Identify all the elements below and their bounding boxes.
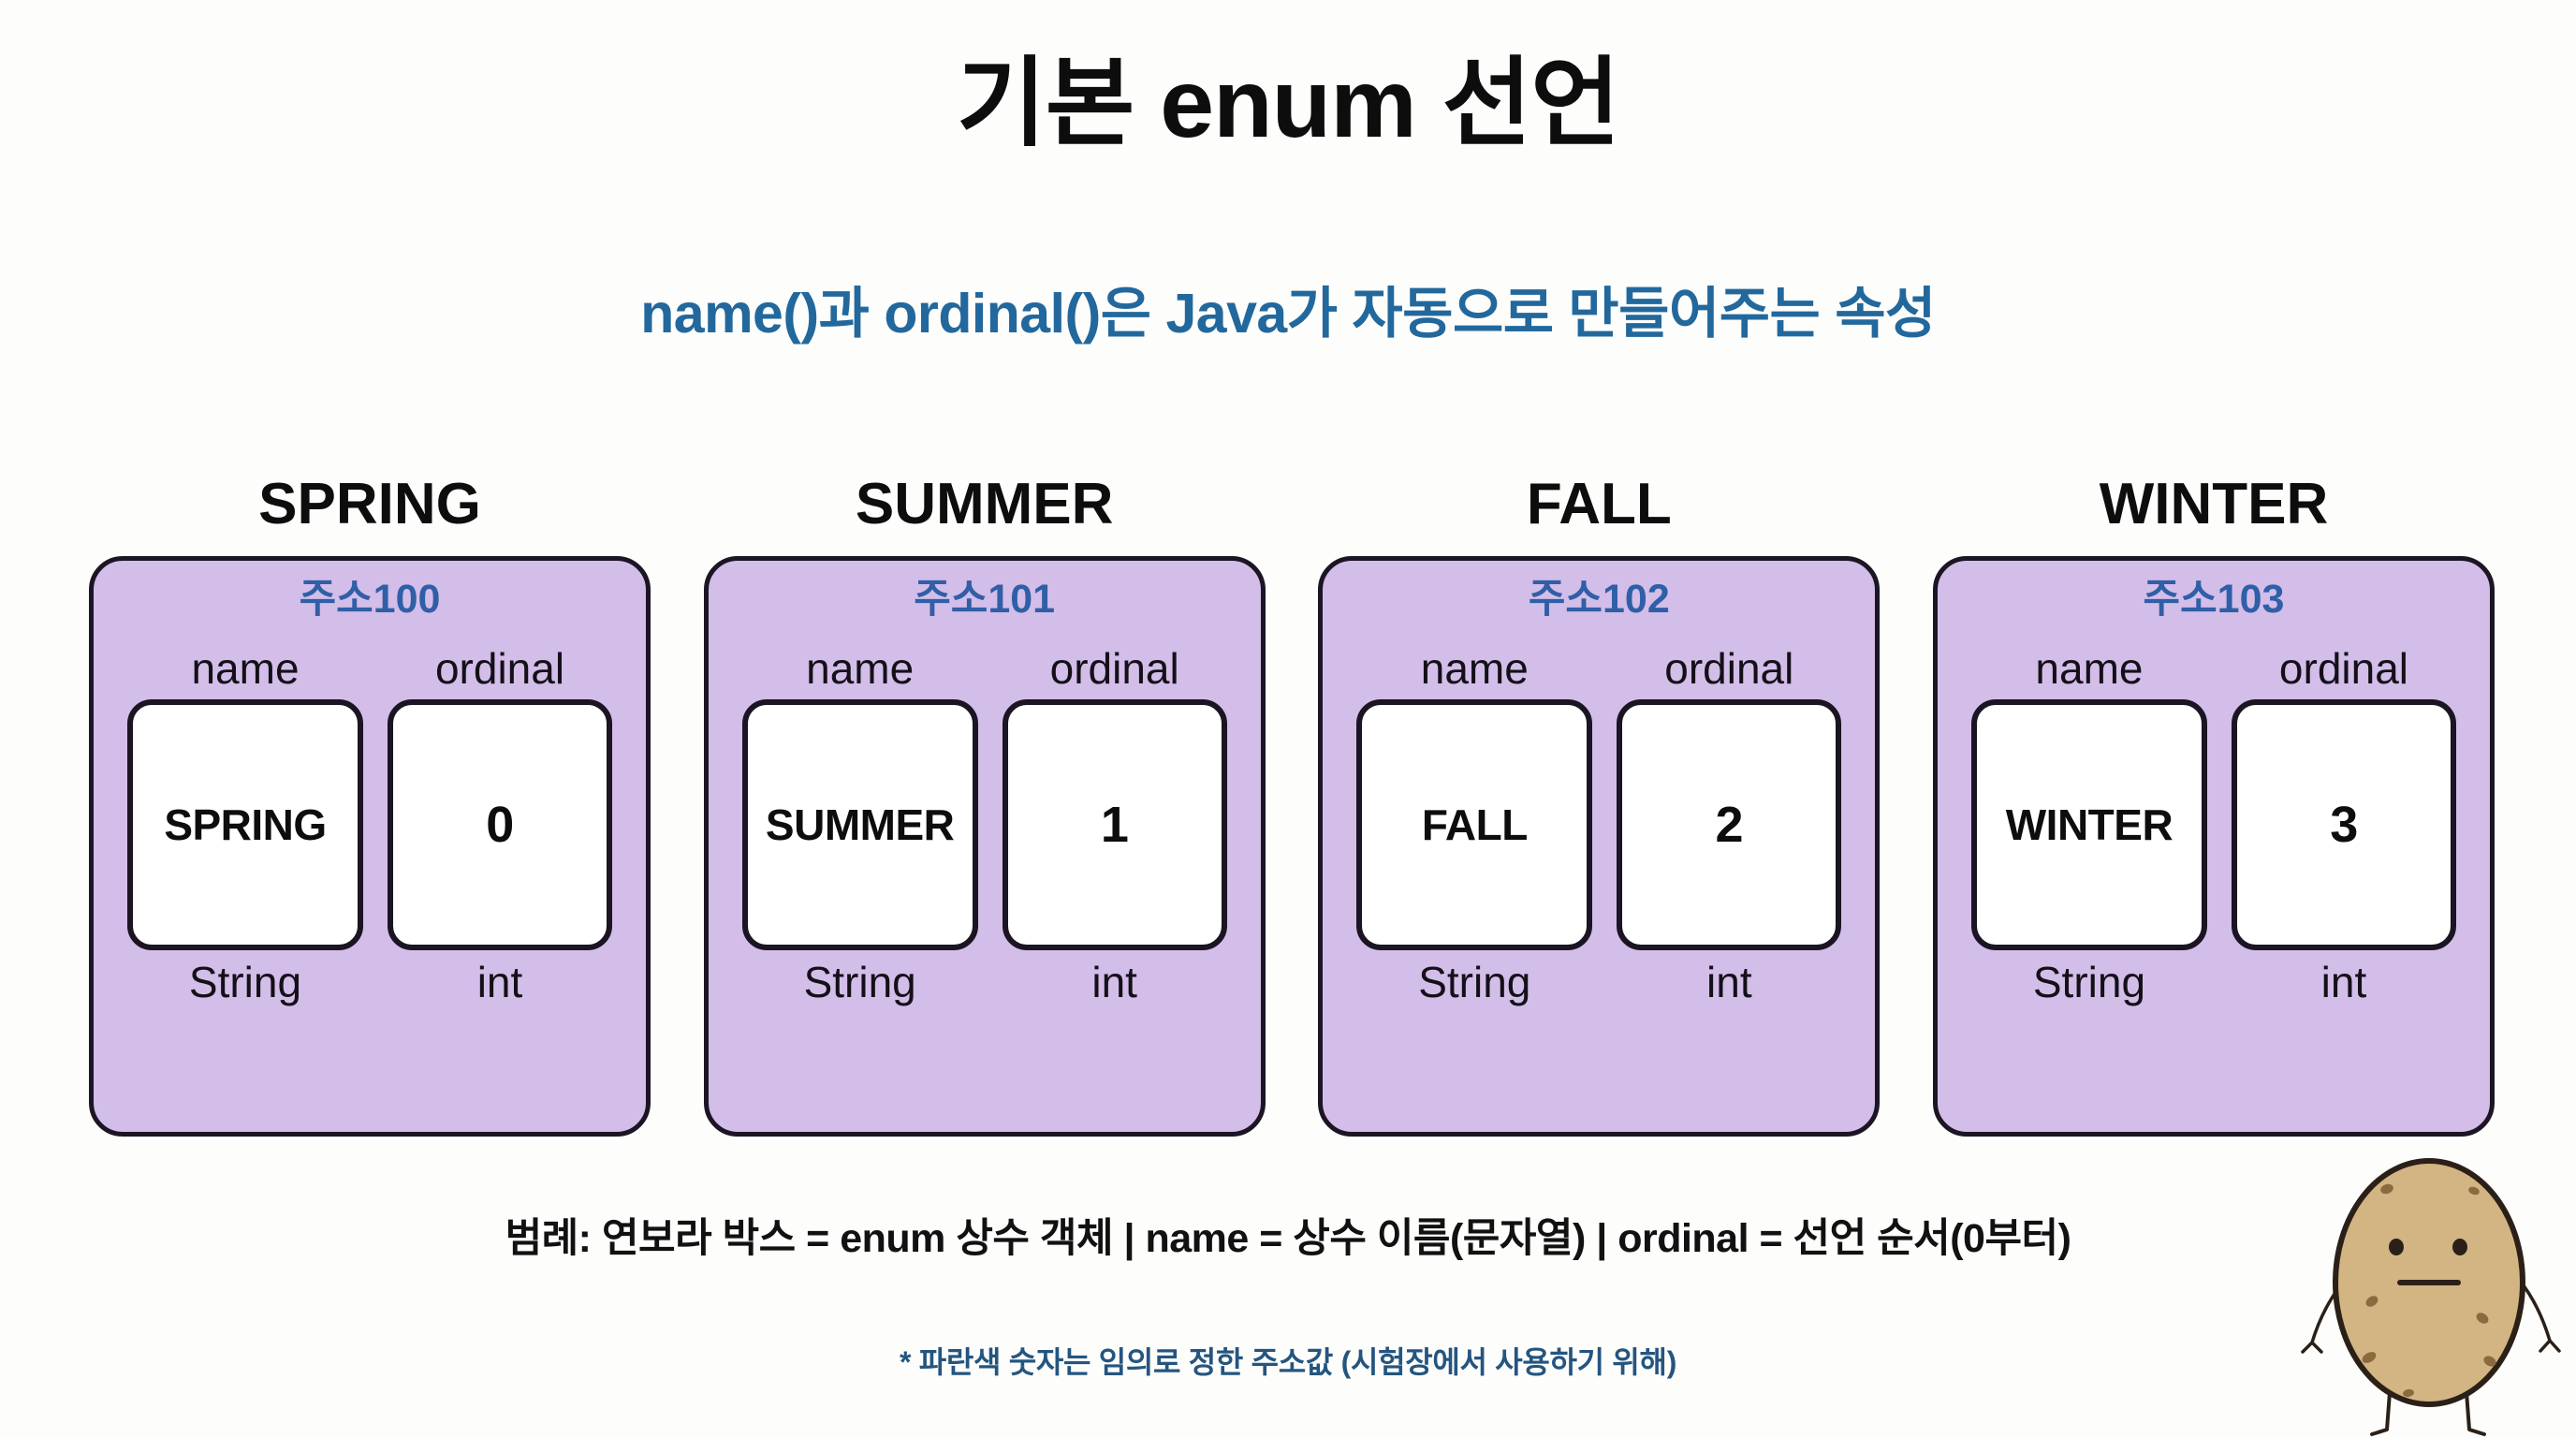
footnote-text: * 파란색 숫자는 임의로 정한 주소값 (시험장에서 사용하기 위해) bbox=[899, 1345, 1677, 1379]
field-label-ordinal: ordinal bbox=[1664, 644, 1794, 694]
enum-constant-card-fall: FALL 주소102 name FALL String ordinal 2 in… bbox=[1318, 472, 1881, 1137]
field-type-ordinal: int bbox=[2320, 957, 2367, 1006]
field-value-box-ordinal: 1 bbox=[1002, 698, 1227, 950]
field-type-name: String bbox=[803, 957, 916, 1006]
field-name: name FALL String bbox=[1356, 644, 1593, 1006]
field-grid: name SPRING String ordinal 0 int bbox=[94, 646, 646, 1005]
field-value-ordinal: 2 bbox=[1715, 796, 1744, 853]
enum-object-box: 주소103 name WINTER String ordinal 3 int bbox=[1932, 556, 2495, 1137]
field-label-name: name bbox=[2035, 644, 2144, 694]
field-ordinal: ordinal 3 int bbox=[2231, 644, 2456, 1006]
enum-constant-card-winter: WINTER 주소103 name WINTER String ordinal … bbox=[1932, 472, 2495, 1137]
field-value-box-ordinal: 2 bbox=[1617, 698, 1842, 950]
field-type-name: String bbox=[2032, 957, 2146, 1006]
field-grid: name WINTER String ordinal 3 int bbox=[1938, 646, 2490, 1005]
field-label-name: name bbox=[191, 644, 300, 694]
field-label-name: name bbox=[1420, 644, 1529, 694]
field-label-name: name bbox=[806, 644, 915, 694]
field-value-name: SPRING bbox=[164, 800, 327, 849]
field-type-ordinal: int bbox=[1706, 957, 1752, 1006]
field-label-ordinal: ordinal bbox=[434, 644, 565, 694]
field-value-box-ordinal: 0 bbox=[388, 698, 612, 950]
memory-address-label: 주소101 bbox=[914, 577, 1056, 622]
field-value-box-name: SPRING bbox=[127, 698, 363, 950]
enum-object-box: 주소102 name FALL String ordinal 2 int bbox=[1318, 556, 1881, 1137]
card-heading: FALL bbox=[1526, 472, 1672, 536]
enum-constant-card-summer: SUMMER 주소101 name SUMMER String ordinal … bbox=[703, 472, 1266, 1137]
field-value-name: SUMMER bbox=[765, 800, 955, 849]
memory-address-label: 주소102 bbox=[1528, 577, 1670, 622]
card-heading: WINTER bbox=[2099, 472, 2329, 536]
legend-text: 범례: 연보라 박스 = enum 상수 객체 | name = 상수 이름(문… bbox=[505, 1216, 2071, 1261]
field-type-ordinal: int bbox=[1091, 957, 1137, 1006]
field-ordinal: ordinal 2 int bbox=[1617, 644, 1842, 1006]
field-value-box-name: SUMMER bbox=[741, 698, 978, 950]
field-value-name: WINTER bbox=[2005, 800, 2174, 849]
field-ordinal: ordinal 1 int bbox=[1002, 644, 1227, 1006]
potato-mascot-icon bbox=[2301, 1158, 2561, 1436]
field-label-ordinal: ordinal bbox=[2278, 644, 2409, 694]
field-name: name WINTER String bbox=[1970, 644, 2207, 1006]
field-value-name: FALL bbox=[1421, 800, 1528, 849]
card-heading: SUMMER bbox=[855, 472, 1114, 536]
page-subtitle: name()과 ordinal()은 Java가 자동으로 만들어주는 속성 bbox=[640, 283, 1936, 345]
field-value-box-name: WINTER bbox=[1970, 698, 2207, 950]
page-title: 기본 enum 선언 bbox=[957, 50, 1620, 158]
field-ordinal: ordinal 0 int bbox=[388, 646, 612, 1005]
memory-address-label: 주소100 bbox=[299, 577, 441, 622]
field-value-box-ordinal: 3 bbox=[2231, 698, 2456, 950]
field-value-box-name: FALL bbox=[1356, 698, 1593, 950]
field-type-ordinal: int bbox=[476, 957, 523, 1006]
enum-object-box: 주소101 name SUMMER String ordinal 1 int bbox=[703, 556, 1266, 1137]
card-heading: SPRING bbox=[258, 472, 481, 536]
field-type-name: String bbox=[1418, 957, 1531, 1006]
enum-constant-card-spring: SPRING 주소100 name SPRING String ordinal … bbox=[89, 476, 651, 1137]
field-value-ordinal: 3 bbox=[2330, 796, 2358, 853]
field-type-name: String bbox=[188, 957, 302, 1006]
field-grid: name SUMMER String ordinal 1 int bbox=[709, 646, 1261, 1005]
field-value-ordinal: 0 bbox=[486, 796, 514, 853]
field-grid: name FALL String ordinal 2 int bbox=[1323, 646, 1875, 1005]
enum-constants-row: SPRING 주소100 name SPRING String ordinal … bbox=[89, 476, 2495, 1137]
field-value-ordinal: 1 bbox=[1100, 796, 1129, 853]
field-name: name SUMMER String bbox=[741, 644, 978, 1006]
enum-object-box: 주소100 name SPRING String ordinal 0 int bbox=[89, 556, 651, 1137]
field-label-ordinal: ordinal bbox=[1049, 644, 1179, 694]
field-name: name SPRING String bbox=[127, 646, 363, 1005]
memory-address-label: 주소103 bbox=[2143, 577, 2285, 622]
